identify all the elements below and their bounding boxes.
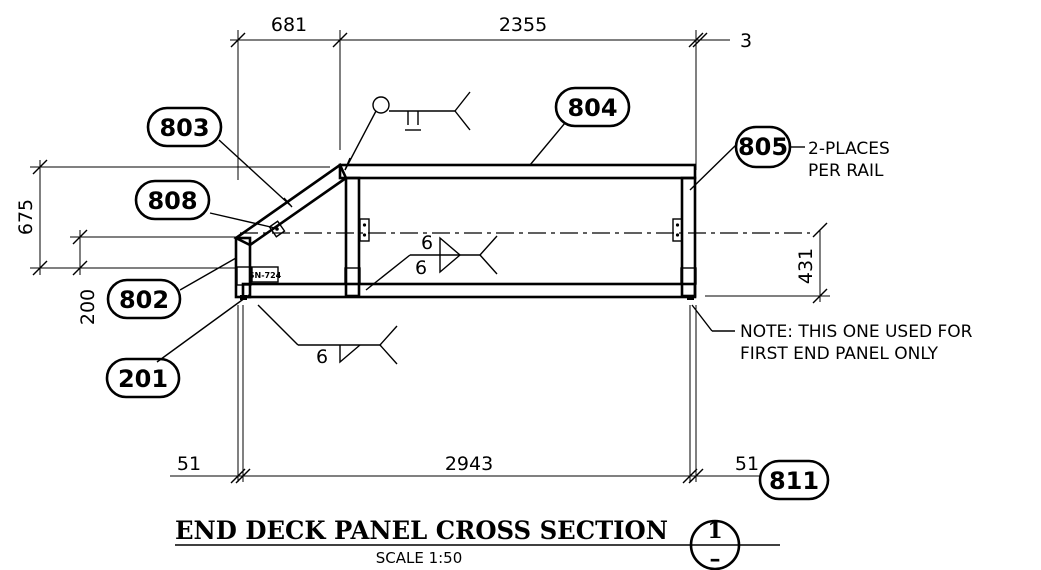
note-line2: FIRST END PANEL ONLY — [740, 344, 939, 364]
weld-symbol-top — [344, 91, 471, 171]
callout-805-bubble — [734, 125, 792, 169]
callout-811-bubble — [758, 459, 830, 501]
note-places-line1: 2-PLACES — [808, 139, 890, 159]
callout-805: 805 — [738, 133, 788, 161]
section-scale: SCALE 1:50 — [376, 549, 463, 567]
callout-804: 804 — [567, 94, 617, 122]
section-number: 1 — [707, 518, 722, 544]
weld-mid-upper: 6 — [421, 232, 433, 254]
top-dimension-line — [230, 32, 730, 48]
dim-top-main: 2355 — [499, 14, 547, 36]
sn-label-box — [251, 266, 279, 283]
callout-803: 803 — [159, 114, 209, 142]
section-marker-circle — [689, 519, 741, 570]
callout-808-bubble — [134, 179, 211, 221]
weld-bottom: 6 — [316, 346, 328, 368]
weld-mid-lower: 6 — [415, 257, 427, 279]
weld-symbol-bottom — [257, 304, 398, 365]
callout-804-bubble — [554, 86, 631, 128]
callout-811: 811 — [769, 467, 819, 495]
dim-right-height: 431 — [795, 248, 817, 284]
callout-201: 201 — [118, 365, 168, 393]
dim-bottom-right: 51 — [735, 453, 759, 475]
note-places-line2: PER RAIL — [808, 161, 884, 181]
dim-top-left: 681 — [271, 14, 307, 36]
callout-803-bubble — [146, 106, 223, 148]
sn-label: SN-724 — [249, 271, 282, 280]
callout-802-bubble — [106, 278, 182, 320]
weld-symbol-middle — [365, 235, 498, 291]
section-title: END DECK PANEL CROSS SECTION — [175, 516, 668, 545]
extension-lines — [237, 30, 697, 482]
dim-bottom-left: 51 — [177, 453, 201, 475]
left-dimension-lines — [30, 159, 330, 276]
section-sheet-ref: – — [710, 546, 721, 570]
bottom-dimension-line — [170, 468, 760, 484]
leader-lines — [156, 122, 805, 363]
dim-bottom-main: 2943 — [445, 453, 493, 475]
callout-201-bubble — [105, 357, 181, 399]
right-dimension-lines — [705, 222, 830, 304]
dim-left-lower: 200 — [77, 289, 99, 325]
callout-802: 802 — [119, 286, 169, 314]
deck-frame — [233, 163, 697, 300]
callout-808: 808 — [147, 187, 197, 215]
dim-left-outer: 675 — [15, 199, 37, 235]
dim-top-right: 3 — [740, 30, 752, 52]
note-line1: NOTE: THIS ONE USED FOR — [740, 322, 973, 342]
